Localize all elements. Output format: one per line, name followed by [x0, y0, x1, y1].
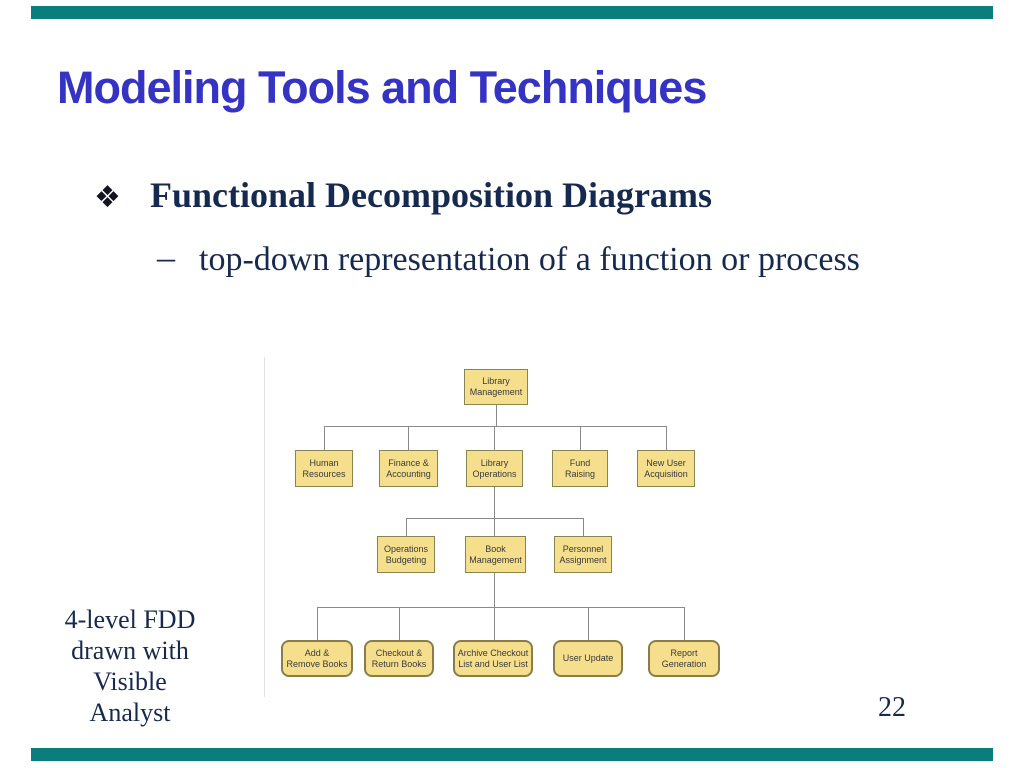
connector-line	[406, 518, 584, 519]
diagram-node: Checkout &Return Books	[364, 640, 434, 677]
connector-line	[408, 426, 409, 450]
diamond-bullet-icon: ❖	[94, 180, 121, 215]
diagram-node-label: Resources	[302, 468, 346, 479]
diagram-node-label: Accounting	[386, 468, 431, 479]
diagram-node-label: Operations	[383, 543, 429, 554]
diagram-node-label: Generation	[661, 658, 707, 669]
diagram-node-label: Library	[482, 376, 510, 386]
diagram-node-label: Finance &	[388, 457, 429, 468]
diagram-node-label: Remove Books	[286, 658, 348, 669]
diagram-node: Add &Remove Books	[281, 640, 353, 677]
connector-line	[583, 518, 584, 536]
diagram-node-label: Book	[485, 543, 506, 554]
caption-line: drawn with	[71, 636, 189, 665]
diagram-node-label: Management	[469, 554, 522, 565]
diagram-node: Finance &Accounting	[379, 450, 438, 487]
diagram-node-label: Checkout &	[375, 647, 423, 658]
dash-bullet-icon: –	[157, 237, 175, 277]
diagram-node-label: Report	[670, 647, 698, 658]
diagram-node-label: Acquisition	[644, 468, 688, 479]
connector-line	[324, 426, 667, 427]
diagram-node-label: Archive Checkout	[457, 647, 529, 658]
bullet-level1-text: Functional Decomposition Diagrams	[150, 175, 712, 215]
connector-line	[494, 518, 495, 536]
connector-line	[317, 607, 318, 640]
bottom-border-bar	[31, 748, 993, 761]
connector-line	[399, 607, 400, 640]
connector-line	[317, 607, 685, 608]
diagram-node-label: List and User List	[458, 658, 528, 669]
connector-line	[494, 426, 495, 450]
connector-line	[324, 426, 325, 450]
diagram-node: User Update	[553, 640, 623, 677]
diagram-node-label: New User	[646, 457, 686, 468]
diagram-node-label: Library	[480, 457, 509, 468]
bullet-level2-text: top-down representation of a function or…	[199, 241, 860, 278]
slide-title: Modeling Tools and Techniques	[57, 62, 707, 113]
connector-line	[406, 518, 407, 536]
diagram-node-label: Personnel	[562, 543, 604, 554]
diagram-node-label: Return Books	[371, 658, 427, 669]
caption-line: Analyst	[89, 698, 171, 727]
connector-line	[588, 607, 589, 640]
diagram-caption: 4-level FDD drawn with Visible Analyst	[40, 604, 220, 728]
diagram-node-label: User Update	[562, 653, 614, 663]
caption-line: Visible	[93, 667, 167, 696]
diagram-node-label: Operations	[472, 468, 517, 479]
connector-line	[494, 607, 495, 640]
diagram-node-label: Add &	[304, 647, 330, 658]
diagram-node-label: Budgeting	[385, 554, 427, 565]
page-number: 22	[878, 692, 906, 723]
connector-line	[494, 487, 495, 518]
connector-line	[580, 426, 581, 450]
connector-line	[684, 607, 685, 640]
top-border-bar	[31, 6, 993, 19]
diagram-node-label: Management	[469, 387, 523, 397]
connector-line	[666, 426, 667, 450]
diagram-node-label: Human	[309, 457, 339, 468]
connector-line	[494, 573, 495, 607]
diagram-node-label: Assignment	[559, 554, 607, 565]
diagram-node-label: Fund	[569, 457, 591, 468]
diagram-node-label: Raising	[564, 468, 595, 479]
connector-line	[496, 405, 497, 426]
caption-line: 4-level FDD	[64, 605, 196, 634]
